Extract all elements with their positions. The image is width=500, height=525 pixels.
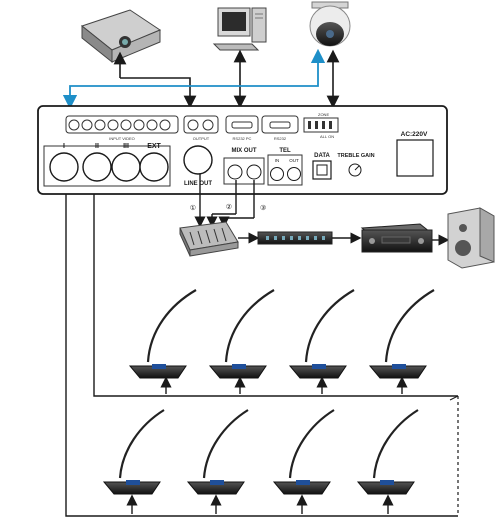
conference-mic-8 [356,409,419,514]
tel-ports: TEL IN OUT [267,148,303,186]
rs232-pc-port: RS232 PC [225,115,259,141]
treble-gain-label: TREBLE GAIN [337,153,374,159]
mix-link-2: ② [226,203,232,211]
conference-mic-4 [368,289,435,394]
mic-ports-panel: I II III EXT [43,143,171,187]
conference-mic-3 [288,289,355,394]
microphone-row-2 [102,409,419,514]
conference-mic-2 [208,289,275,394]
output-panel: OUTPUT [183,115,219,141]
port-label-2: II [95,143,99,150]
mix-link-3: ③ [260,204,266,212]
mix-link-1: ① [190,204,196,212]
conference-mic-5 [102,409,165,514]
computer-icon [212,7,267,51]
mix-out-ports: MIX OUT [223,148,265,185]
mix-out-label: MIX OUT [232,148,257,154]
line-out-port: LINE OUT [183,145,213,187]
port-label-1: I [63,143,65,150]
projector-icon [80,9,162,64]
ptz-camera-icon [309,1,351,47]
input-video-label: INPUT VIDEO [109,136,135,141]
port-label-ext: EXT [147,143,161,150]
speaker-icon [447,207,495,269]
line-out-label: LINE OUT [184,181,212,187]
zone-switch: ZONE ALL ON [303,112,339,139]
rs232-label: RS232 [274,136,287,141]
tel-in-label: IN [275,158,280,163]
conference-mic-1 [128,289,197,394]
treble-gain-knob: TREBLE GAIN [337,153,375,177]
ac-power-panel: AC:220V [396,131,434,177]
amplifier-icon [360,223,433,253]
ac-label: AC:220V [401,131,428,138]
conference-mic-7 [272,409,335,514]
central-controller: INPUT VIDEO OUTPUT RS232 PC RS232 ZONE [37,105,448,195]
equalizer-icon [257,231,333,245]
zone-label: ZONE [318,112,329,117]
data-port: DATA [312,153,332,180]
rs232-pc-label: RS232 PC [233,136,252,141]
rs232-port: RS232 [261,115,299,141]
input-video-panel: INPUT VIDEO [65,115,179,141]
all-on-label: ALL ON [320,134,334,139]
port-label-3: III [123,143,129,150]
mixer-icon [179,221,239,257]
data-label: DATA [314,153,330,159]
tel-out-label: OUT [289,158,299,163]
output-label: OUTPUT [193,136,210,141]
tel-label: TEL [279,148,291,154]
conference-mic-6 [186,409,249,514]
microphone-row-1 [128,289,435,394]
